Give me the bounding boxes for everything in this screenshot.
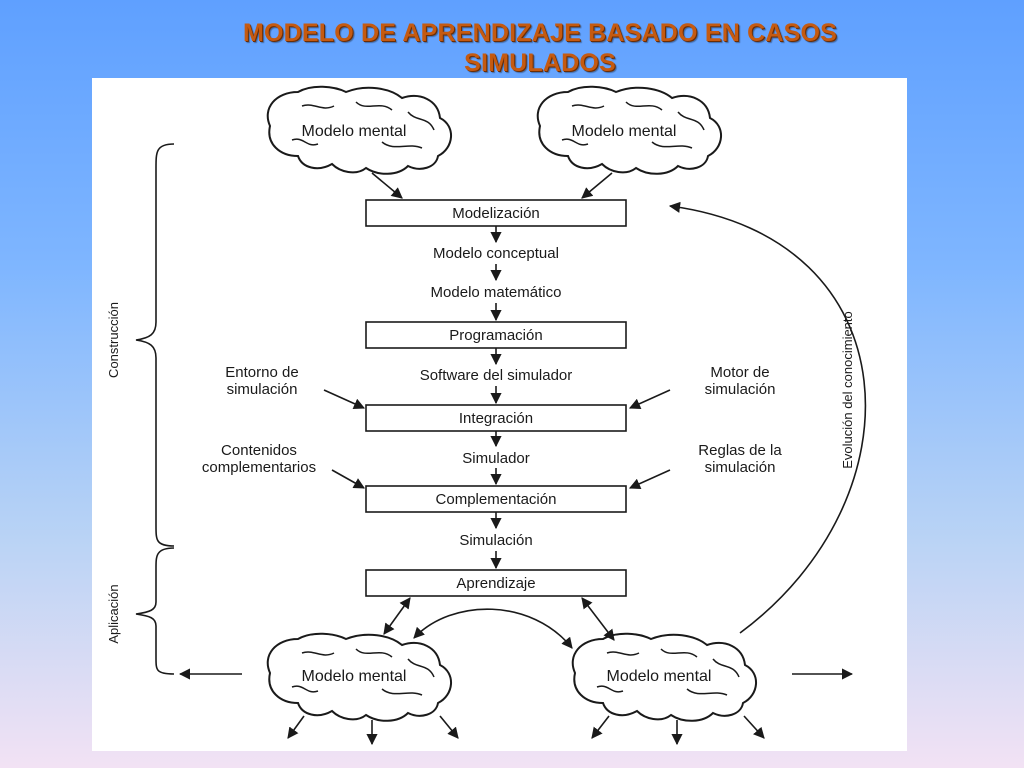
input-motor: Motor de simulación xyxy=(705,364,776,398)
arrow-aprendizaje-right-brain xyxy=(581,597,615,641)
box-complementacion: Complementación xyxy=(365,485,627,513)
brain-top-left: Modelo mental xyxy=(266,85,452,175)
diagram-svg: Modelo mental Modelo mental Modelo menta… xyxy=(106,85,867,746)
brace-aplicacion xyxy=(135,547,175,675)
arrow-top-right-brain xyxy=(581,172,613,199)
box-aprendizaje: Aprendizaje xyxy=(365,569,627,597)
entorno-line-2: simulación xyxy=(227,381,298,398)
arrow-evolucion xyxy=(668,201,867,634)
arrow-down-r3 xyxy=(743,715,765,739)
contenidos-line-1: Contenidos xyxy=(221,442,297,459)
arrow-down-l3 xyxy=(439,715,459,739)
brain-label: Modelo mental xyxy=(572,123,677,140)
contenidos-line-2: complementarios xyxy=(202,459,316,476)
brain-bottom-right: Modelo mental xyxy=(571,632,757,722)
label-simulador: Simulador xyxy=(462,450,530,467)
diagram-canvas: Modelo mental Modelo mental Modelo menta… xyxy=(92,78,907,751)
brain-icon xyxy=(571,632,757,722)
label-evolucion: Evolución del conocimiento xyxy=(840,311,855,469)
box-label: Programación xyxy=(449,327,542,344)
reglas-line-2: simulación xyxy=(705,459,776,476)
reglas-line-1: Reglas de la xyxy=(698,442,782,459)
label-modelo-matematico: Modelo matemático xyxy=(431,284,562,301)
input-entorno: Entorno de simulación xyxy=(225,364,298,398)
box-label: Aprendizaje xyxy=(456,575,535,592)
entorno-line-1: Entorno de xyxy=(225,364,298,381)
label-aplicacion: Aplicación xyxy=(106,584,121,643)
brain-bottom-left: Modelo mental xyxy=(266,632,452,722)
title-line-1: MODELO DE APRENDIZAJE BASADO EN CASOS xyxy=(242,19,838,47)
label-construccion: Construcción xyxy=(106,302,121,378)
box-integracion: Integración xyxy=(365,404,627,432)
arrow-reglas xyxy=(628,469,671,489)
brain-label: Modelo mental xyxy=(302,668,407,685)
brace-construccion xyxy=(135,143,175,547)
input-contenidos: Contenidos complementarios xyxy=(202,442,316,476)
motor-line-1: Motor de xyxy=(710,364,769,381)
arrow-motor xyxy=(628,389,671,409)
arrow-entorno xyxy=(323,389,366,409)
box-label: Integración xyxy=(459,410,533,427)
box-modelizacion: Modelización xyxy=(365,199,627,227)
box-label: Complementación xyxy=(436,491,557,508)
brain-label: Modelo mental xyxy=(302,123,407,140)
input-reglas: Reglas de la simulación xyxy=(698,442,782,476)
box-label: Modelización xyxy=(452,205,540,222)
arrow-brain-exchange xyxy=(413,608,573,649)
title-line-2: SIMULADOS xyxy=(464,49,616,77)
brain-label: Modelo mental xyxy=(607,668,712,685)
label-simulacion: Simulación xyxy=(459,532,532,549)
label-software: Software del simulador xyxy=(420,367,573,384)
arrow-top-left-brain xyxy=(371,172,403,199)
arrow-down-r1 xyxy=(591,715,610,739)
motor-line-2: simulación xyxy=(705,381,776,398)
brain-icon xyxy=(536,85,722,175)
label-modelo-conceptual: Modelo conceptual xyxy=(433,245,559,262)
arrow-down-l1 xyxy=(287,715,305,739)
slide-title: MODELO DE APRENDIZAJE BASADO EN CASOS SI… xyxy=(140,18,940,78)
brain-icon xyxy=(266,632,452,722)
brain-top-right: Modelo mental xyxy=(536,85,722,175)
arrow-aprendizaje-left-brain xyxy=(383,597,411,635)
brain-icon xyxy=(266,85,452,175)
arrow-contenidos xyxy=(331,469,365,489)
box-programacion: Programación xyxy=(365,321,627,349)
